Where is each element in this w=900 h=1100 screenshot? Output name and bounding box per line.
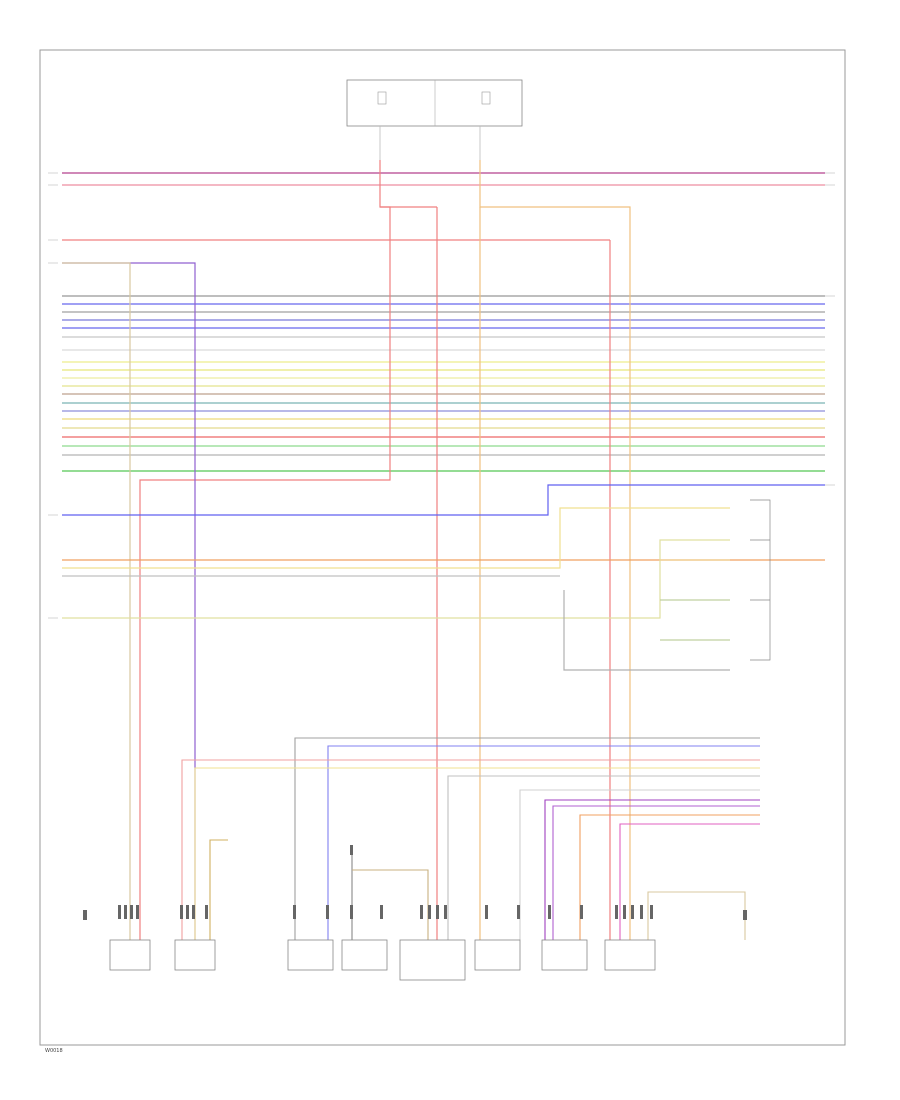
left-margin-ticks [48, 172, 58, 619]
component-box-5 [399, 939, 466, 981]
right-margin-ticks [825, 172, 835, 486]
component-box-4 [341, 939, 388, 971]
component-box-7 [541, 939, 588, 971]
component-box-8 [604, 939, 656, 971]
footer-code: W0018 [45, 1048, 63, 1054]
component-boxes [109, 939, 656, 981]
component-box-2 [174, 939, 216, 971]
power-wires [62, 160, 631, 940]
component-box-6 [474, 939, 521, 971]
fuse-block [346, 79, 523, 160]
right-bracket [750, 499, 771, 661]
right-wires [62, 484, 825, 671]
diagram-frame [39, 49, 846, 1046]
component-box-3 [287, 939, 334, 971]
bus-wires [62, 172, 825, 472]
connector-markers [83, 845, 747, 920]
component-box-1 [109, 939, 151, 971]
lower-harness [181, 737, 760, 940]
